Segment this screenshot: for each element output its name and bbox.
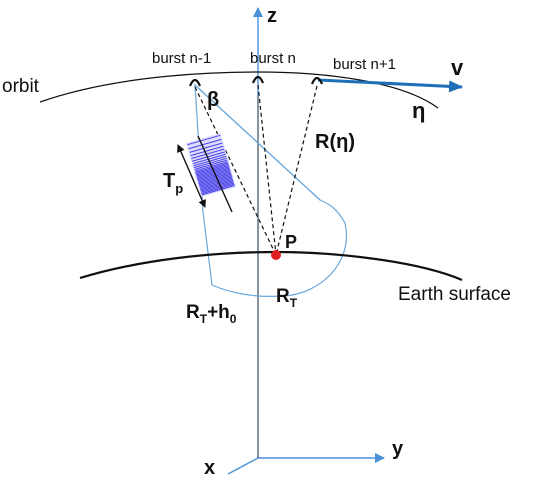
antenna-prev [188,78,202,87]
los-next [275,85,318,256]
antenna-curr [251,75,265,84]
pulse-stripe [201,185,235,196]
burst-curr-label: burst n [250,50,296,67]
range-label: R(η) [315,131,355,153]
z-axis-label: z [267,5,277,27]
burst-prev-label: burst n-1 [152,50,211,67]
pulse-stripe [200,180,234,191]
pulse-stripe [201,182,234,193]
velocity-arrow [317,78,463,93]
pulse-stripe [200,181,234,192]
burst-next-label: burst n+1 [333,56,396,73]
beam-edge-line [194,84,321,201]
pulse-stripe [201,183,235,195]
rt-h0-label: RT+h0 [186,302,237,326]
orbit-arc [39,71,439,109]
target-label: P [285,232,297,252]
velocity-label: v [451,55,464,80]
pulse-duration-label: Tp [163,170,183,196]
target-point [271,250,281,260]
pulse-stripe [187,134,221,146]
los-prev [194,86,277,256]
rt-label: RT [276,286,298,310]
x-axis [227,457,259,475]
pulse-duration-arrow [177,144,206,208]
earth-surface-label: Earth surface [398,284,511,305]
antenna-next [310,76,324,85]
beam-outline [194,83,347,297]
y-axis-label: y [392,438,404,460]
eta-label: η [412,98,425,123]
beta-label: β [207,89,219,111]
earth-surface-arc [79,250,463,282]
orbit-label: orbit [2,76,40,97]
x-axis-label: x [204,457,215,479]
los-curr [257,84,277,256]
